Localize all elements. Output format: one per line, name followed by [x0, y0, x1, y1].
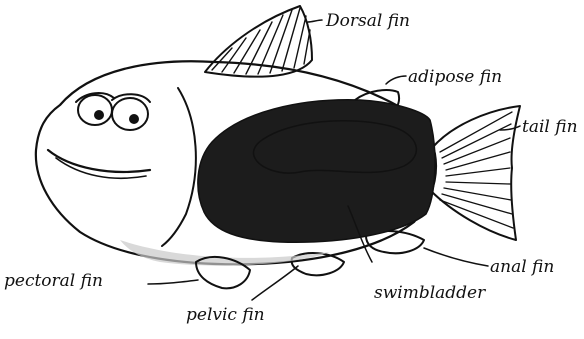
dorsal-fin: [205, 6, 312, 77]
mouth: [48, 150, 150, 178]
label-pelvic-fin: pelvic fin: [186, 305, 265, 325]
tail-fin: [430, 106, 520, 240]
label-anal-fin: anal fin: [490, 257, 554, 277]
gill-cover-line: [162, 88, 196, 246]
eyes: [76, 93, 150, 130]
label-dorsal-fin: Dorsal fin: [325, 11, 410, 31]
label-adipose-fin: adipose fin: [408, 67, 502, 87]
label-tail-fin: tail fin: [522, 117, 578, 137]
label-swimbladder: swimbladder: [374, 283, 486, 303]
label-pectoral-fin: pectoral fin: [4, 271, 103, 291]
